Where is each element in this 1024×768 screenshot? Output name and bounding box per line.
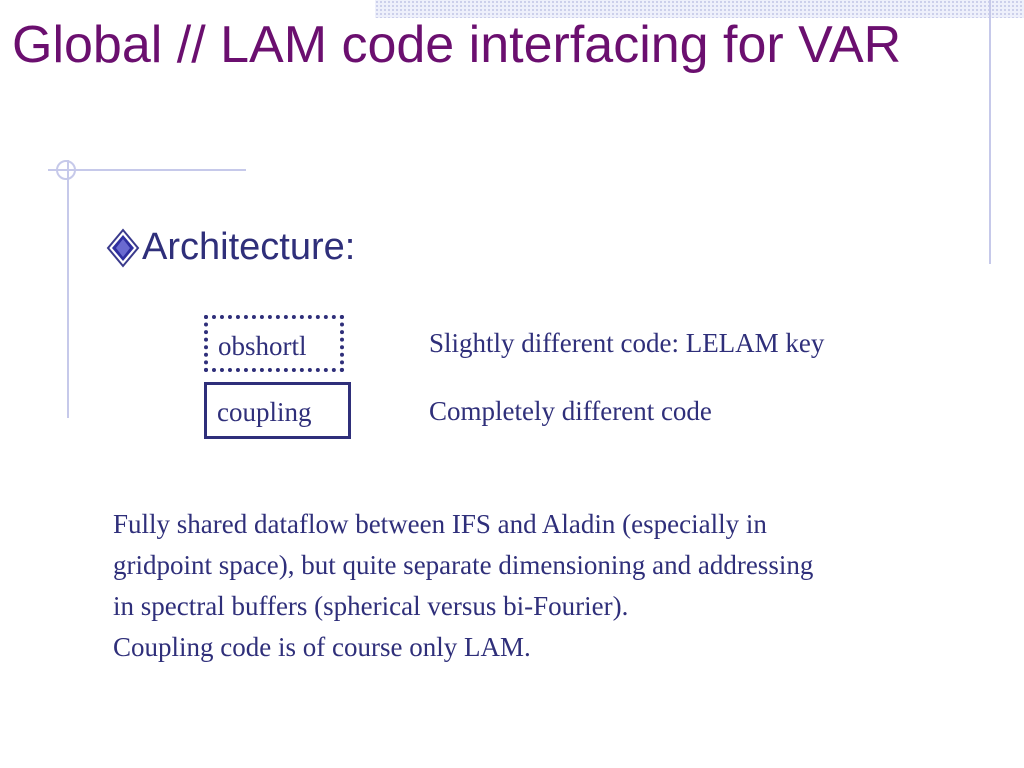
slide-title: Global // LAM code interfacing for VAR [12,16,902,74]
obshortl-label: obshortl [218,331,307,361]
body-paragraph: Fully shared dataflow between IFS and Al… [113,504,1013,668]
right-vertical-rule [989,0,991,264]
coupling-label: coupling [217,397,312,427]
paragraph-line: Fully shared dataflow between IFS and Al… [113,509,767,539]
obshortl-description: Slightly different code: LELAM key [429,328,825,358]
top-decorative-band [375,0,1024,18]
bullet-architecture: Architecture: [106,226,355,269]
diamond-bullet-icon [106,227,140,268]
paragraph-line: Coupling code is of course only LAM. [113,632,531,662]
coupling-box: coupling [204,382,351,439]
left-vertical-rule [67,160,69,418]
coupling-description: Completely different code [429,396,712,426]
bullet-text: Architecture: [142,226,356,268]
title-underline-rule [48,169,246,171]
obshortl-box: obshortl [204,315,344,372]
corner-circle-decoration [56,160,76,180]
paragraph-line: in spectral buffers (spherical versus bi… [113,591,629,621]
paragraph-line: gridpoint space), but quite separate dim… [113,550,814,580]
